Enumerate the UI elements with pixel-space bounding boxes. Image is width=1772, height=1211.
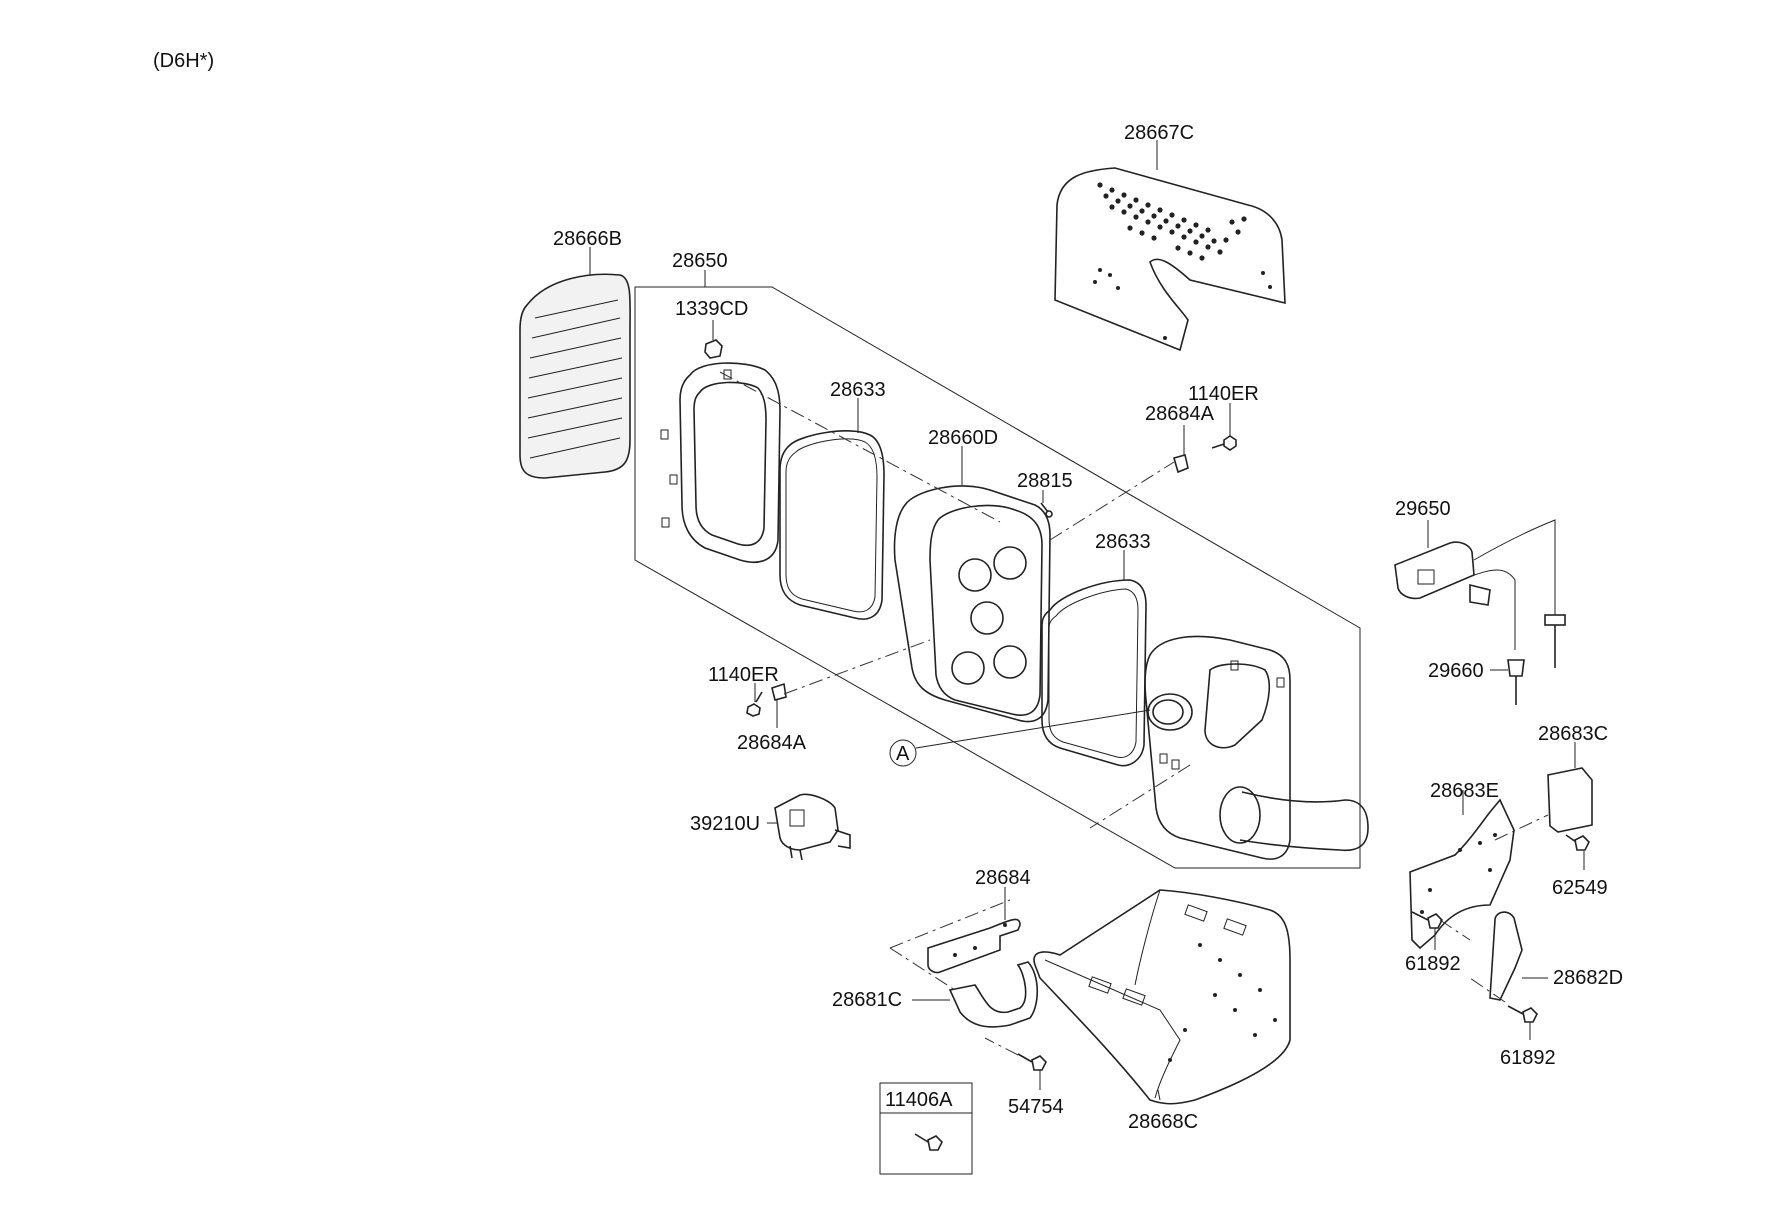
bracket-28684A-top[interactable] [1173, 454, 1189, 474]
label-61892-lower: 61892 [1500, 1047, 1556, 1069]
shield-perforation [1097, 182, 1247, 261]
label-28633-first: 28633 [830, 379, 886, 401]
muffler-body-28660D[interactable] [893, 485, 1051, 723]
label-1339CD: 1339CD [675, 298, 748, 320]
label-1140ER-top: 1140ER [1188, 383, 1259, 405]
label-61892-upper: 61892 [1405, 953, 1461, 975]
label-28650: 28650 [672, 250, 728, 272]
grille-slats [527, 299, 623, 459]
assembly-outline [634, 286, 1361, 869]
label-28666B: 28666B [553, 228, 622, 250]
callout-A: A [889, 739, 917, 767]
screw-28815[interactable] [1040, 502, 1053, 518]
bolt-1140ER-top[interactable] [1211, 435, 1237, 451]
bolt-54754[interactable] [1017, 1053, 1047, 1071]
bracket-28684A-left[interactable] [771, 682, 787, 701]
svg-text:A: A [896, 743, 910, 765]
sensor-39210U[interactable] [774, 793, 851, 861]
bolt-1140ER-left[interactable] [746, 691, 763, 717]
grille-28666B[interactable] [519, 273, 631, 479]
label-28684A-top: 28684A [1145, 403, 1215, 425]
label-28682D: 28682D [1553, 967, 1623, 989]
model-code: (D6H*) [153, 50, 214, 72]
label-28683E: 28683E [1430, 780, 1499, 802]
bracket-28683C[interactable] [1547, 767, 1593, 833]
sensor-29660[interactable] [1507, 614, 1566, 705]
bracket-28683E[interactable] [1409, 798, 1515, 950]
sensor-harness-29650[interactable] [1394, 519, 1556, 650]
nut-1339CD[interactable] [704, 339, 723, 359]
label-28815: 28815 [1017, 470, 1073, 492]
heat-shield-bottom-28668C[interactable] [1033, 889, 1291, 1105]
gasket-28633-second[interactable] [1041, 579, 1147, 767]
label-1140ER-left: 1140ER [708, 664, 779, 686]
bracket-28684[interactable] [927, 918, 1021, 974]
label-54754: 54754 [1008, 1096, 1064, 1118]
label-28684A-left: 28684A [737, 732, 807, 754]
label-62549: 62549 [1552, 877, 1608, 899]
bracket-28681C[interactable] [948, 961, 1039, 1028]
gasket-28633-first[interactable] [779, 430, 885, 620]
heat-shield-top-28667C[interactable] [1054, 167, 1286, 352]
bolt-61892-lower[interactable] [1507, 1005, 1538, 1023]
label-28667C: 28667C [1124, 122, 1194, 144]
assembly-lines [719, 371, 1549, 1056]
label-28668C: 28668C [1128, 1111, 1198, 1133]
bolt-61892-upper[interactable] [1411, 911, 1443, 929]
label-28683C: 28683C [1538, 723, 1608, 745]
label-28681C: 28681C [832, 989, 902, 1011]
label-11406A: 11406A [885, 1089, 953, 1111]
label-29660: 29660 [1428, 660, 1484, 682]
rear-muffler-outlet[interactable] [1144, 635, 1369, 860]
boxed-part-11406A[interactable]: 11406A [879, 1082, 973, 1175]
bracket-28682D[interactable] [1489, 911, 1523, 1001]
front-flange-frame[interactable] [660, 362, 781, 564]
label-28684: 28684 [975, 867, 1031, 889]
bolt-62549[interactable] [1565, 834, 1590, 851]
label-39210U: 39210U [690, 813, 760, 835]
label-28660D: 28660D [928, 427, 998, 449]
label-28633-second: 28633 [1095, 531, 1151, 553]
label-29650: 29650 [1395, 498, 1451, 520]
